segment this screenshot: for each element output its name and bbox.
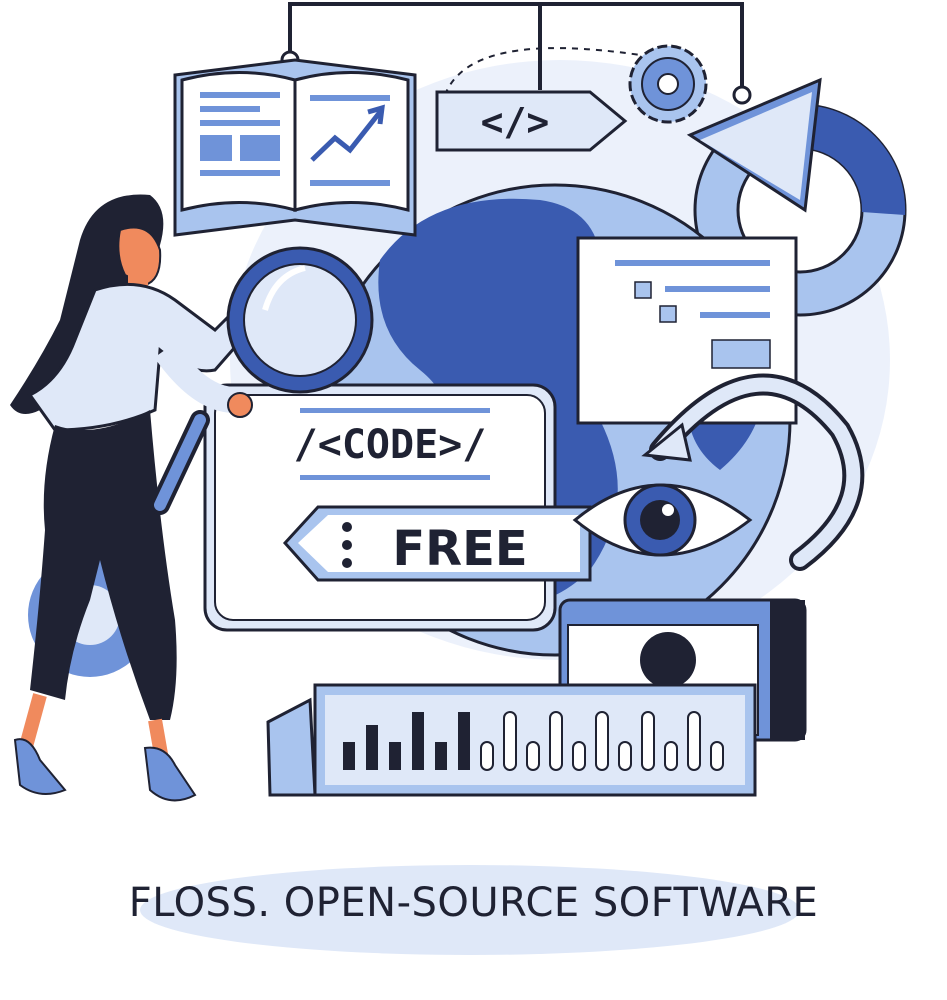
gear-icon [628, 44, 708, 124]
code-tag-label: </> [481, 100, 550, 144]
hook-arrow [641, 422, 692, 462]
connector-dot-right [732, 85, 752, 105]
free-badge: FREE [282, 505, 592, 582]
hook-arc-inner [653, 377, 861, 567]
free-label: FREE [392, 521, 527, 577]
code-tag-icon: </> [435, 90, 628, 152]
eye-icon [572, 483, 753, 557]
dashed-arc [444, 47, 641, 96]
illustration-caption: FLOSS. OPEN-SOURCE SOFTWARE [128, 880, 819, 926]
magnifier-icon [150, 246, 374, 515]
code-panel-label: /<CODE>/ [294, 422, 487, 468]
open-book-icon [173, 58, 417, 237]
caption-background-blob [140, 865, 800, 955]
sound-bar-icon [266, 683, 757, 797]
woman-figure [10, 194, 262, 802]
connector-lines [288, 2, 744, 95]
